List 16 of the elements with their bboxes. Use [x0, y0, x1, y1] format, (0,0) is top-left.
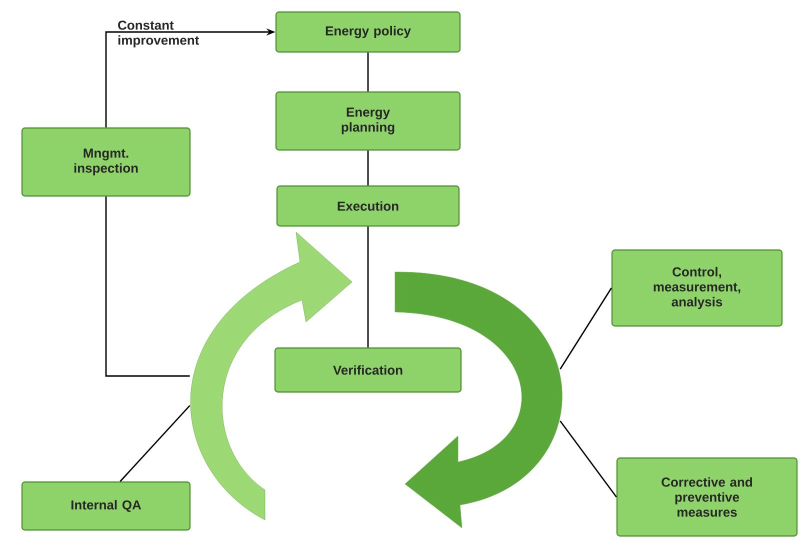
process-box: Energy policy	[275, 11, 461, 53]
process-box: Mngmt. inspection	[21, 127, 191, 197]
connector-line	[560, 420, 617, 498]
connector-line	[120, 405, 190, 482]
process-box: Corrective and preventive measures	[616, 457, 798, 537]
process-box: Energy planning	[275, 91, 461, 151]
process-box: Verification	[274, 347, 462, 393]
edge-label: Constant improvement	[118, 20, 199, 48]
process-box: Internal QA	[21, 481, 191, 531]
process-box: Control, measurement, analysis	[611, 249, 783, 327]
connector-line	[367, 226, 369, 348]
connector-line	[105, 196, 190, 377]
connector-line	[367, 150, 369, 186]
connector-line	[560, 288, 612, 370]
process-box: Execution	[276, 185, 460, 227]
connector-line	[367, 52, 369, 92]
